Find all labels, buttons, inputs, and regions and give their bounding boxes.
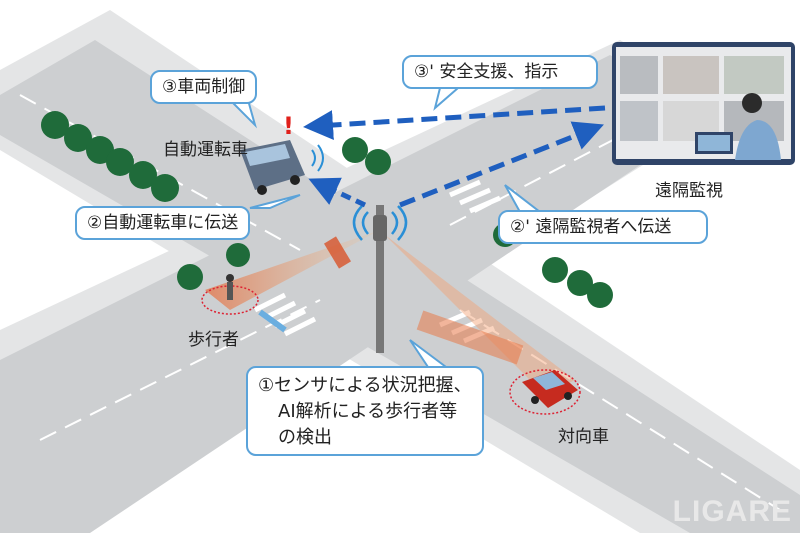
alert-icon: ! bbox=[283, 112, 294, 140]
pedestrian-figure bbox=[226, 274, 234, 300]
ligare-watermark: LIGARE bbox=[672, 495, 792, 528]
operator-head bbox=[742, 93, 762, 113]
callout-line: AI解析による歩行者等 bbox=[278, 401, 458, 422]
callout-vehicle-control: ③車両制御 bbox=[150, 70, 258, 104]
label-oncoming-vehicle: 対向車 bbox=[558, 427, 609, 447]
trees bbox=[41, 111, 613, 308]
callout-tail bbox=[433, 87, 461, 111]
label-pedestrian: 歩行者 bbox=[188, 330, 239, 350]
remote-monitor-screen bbox=[612, 42, 795, 165]
send-to-av-arrow bbox=[308, 177, 367, 208]
operator-body bbox=[735, 120, 781, 160]
lane-line bbox=[19, 94, 301, 251]
signal-waves-icon bbox=[352, 205, 408, 241]
sensor-beam-vehicle bbox=[385, 235, 575, 395]
callout-line: ①センサによる状況把握、 bbox=[258, 375, 472, 396]
callout-send-to-monitor: ②' 遠隔監視者へ伝送 bbox=[498, 210, 708, 244]
road-sw-ne bbox=[0, 55, 715, 533]
pedestrian-walk-arrow bbox=[258, 309, 287, 333]
callout-line: の検出 bbox=[278, 427, 332, 448]
sensor-pole bbox=[376, 205, 384, 353]
oncoming-car bbox=[522, 370, 578, 408]
callout-tail bbox=[249, 194, 301, 209]
turn-arrow bbox=[323, 236, 352, 269]
sensor-icon bbox=[373, 215, 387, 241]
callout-sensor-detection: ①センサによる状況把握、 AI解析による歩行者等 の検出 bbox=[246, 366, 484, 456]
label-autonomous-vehicle: 自動運転車 bbox=[163, 140, 248, 160]
vehicle-detection-zone bbox=[509, 369, 581, 415]
autonomous-bus bbox=[240, 140, 324, 195]
label-remote-monitoring: 遠隔監視 bbox=[655, 181, 723, 201]
oncoming-direction-arrow bbox=[416, 310, 524, 365]
callout-safety-support: ③' 安全支援、指示 bbox=[402, 55, 598, 89]
send-to-monitor-arrow bbox=[399, 121, 604, 208]
laptop-icon bbox=[698, 135, 730, 151]
callout-send-to-av: ②自動運転車に伝送 bbox=[75, 206, 251, 240]
